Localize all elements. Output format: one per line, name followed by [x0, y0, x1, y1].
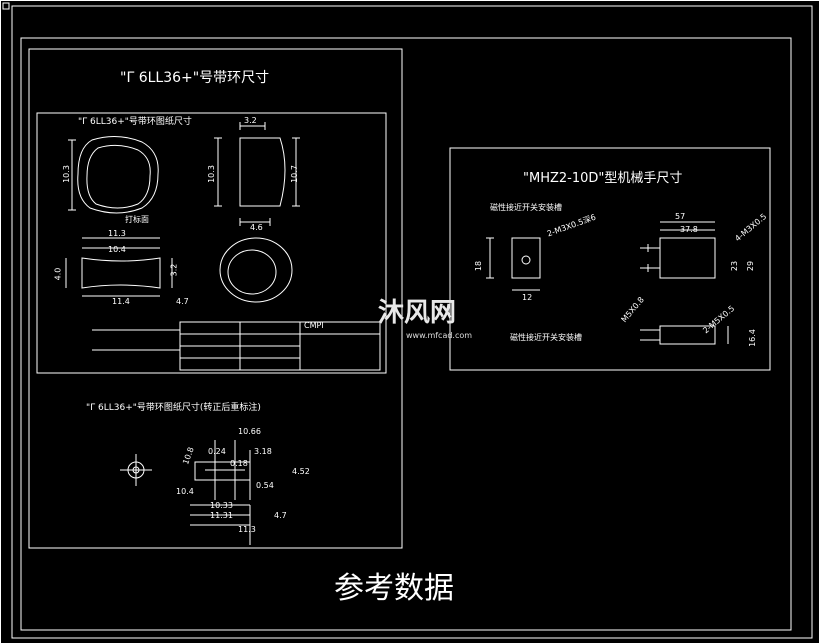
rot-dim-l: 0.54 — [256, 481, 274, 490]
rot-dim-f: 4.52 — [292, 467, 310, 476]
rot-dim-i: 11.31 — [210, 511, 233, 520]
dim-front-mid: 10.4 — [108, 245, 126, 254]
gripper-dims — [486, 237, 540, 291]
rp-dim-29: 29 — [746, 260, 756, 272]
dim-front-small: 4.7 — [176, 297, 189, 306]
dim-left — [68, 139, 76, 211]
note-top: 磁性接近开关安装槽 — [490, 203, 562, 212]
dim-right-height: 10.7 — [289, 165, 299, 183]
rp-dim-23: 23 — [730, 260, 740, 272]
dim-bottom-width: 4.6 — [250, 223, 263, 232]
gripper-top-view — [511, 237, 541, 279]
dim-left-height: 10.3 — [61, 165, 71, 183]
note-bottom: 磁性接近开关安装槽 — [510, 333, 582, 342]
left-sheet-frame — [36, 112, 387, 374]
gripper-side-dims — [640, 326, 729, 344]
dim-side-top-bottom — [239, 122, 271, 226]
watermark-brand: 沐风网 — [378, 298, 457, 328]
outer-frame — [11, 5, 813, 639]
rp-dim-57: 57 — [675, 212, 686, 221]
rp-dim-378: 37.8 — [680, 225, 698, 234]
rot-dims — [190, 440, 251, 545]
dim-front-top: 11.3 — [108, 229, 126, 238]
rot-dim-a: 10.66 — [238, 427, 261, 436]
right-panel-frame — [449, 147, 771, 371]
left-panel-frame — [28, 48, 403, 549]
ring-3d-outer — [219, 237, 293, 303]
dim-front-left: 4.0 — [53, 267, 63, 281]
gripper-front-view — [659, 237, 716, 279]
ring-side-view — [239, 137, 286, 207]
rot-dim-h: 10.33 — [210, 501, 233, 510]
dim-front-bottom: 11.4 — [112, 297, 130, 306]
right-panel-title: "MHZ2-10D"型机械手尺寸 — [523, 171, 683, 186]
rot-dim-c: 0.24 — [208, 447, 226, 456]
gripper-side-view — [659, 325, 716, 345]
dim-side — [214, 137, 300, 207]
rot-dim-j: 11.3 — [238, 525, 256, 534]
ring-3d-inner — [227, 249, 277, 295]
ring-outline-outer — [77, 136, 159, 214]
rp-dim-18: 18 — [474, 260, 484, 272]
sheet-title: "Γ 6LL36+"号带环图纸尺寸 — [78, 117, 192, 127]
dim-side-height: 10.3 — [206, 165, 216, 183]
dim-top-width: 3.2 — [244, 116, 257, 125]
inner-frame — [20, 37, 792, 631]
left-panel-title: "Γ 6LL36+"号带环尺寸 — [120, 70, 270, 86]
title-block-logo: CMPI — [304, 321, 324, 330]
dim-front-right: 3.2 — [169, 263, 179, 277]
watermark-url: www.mfcad.com — [406, 331, 473, 340]
gripper-hole — [521, 255, 531, 265]
rot-dim-e: 0.18 — [230, 459, 248, 468]
ring-outline-inner — [86, 144, 151, 209]
title-block-grid — [180, 322, 380, 370]
rotated-title: "Γ 6LL36+"号带环图纸尺寸(转正后重标注) — [86, 403, 261, 413]
hole-note: 打标面 — [125, 215, 149, 224]
rp-dim-12: 12 — [522, 293, 533, 302]
rot-dim-d: 3.18 — [254, 447, 272, 456]
ring-front-view — [81, 257, 161, 289]
gripper-front-dims — [640, 221, 715, 272]
title-block-leaders — [92, 329, 180, 351]
dim-front — [65, 237, 173, 297]
bottom-title: 参考数据 — [334, 571, 454, 606]
rot-dim-k: 4.7 — [274, 511, 287, 520]
rot-crosshair — [120, 454, 152, 486]
corner-marker — [2, 2, 10, 10]
rp-dim-164: 16.4 — [747, 329, 757, 347]
rot-dim-g: 10.4 — [176, 487, 194, 496]
